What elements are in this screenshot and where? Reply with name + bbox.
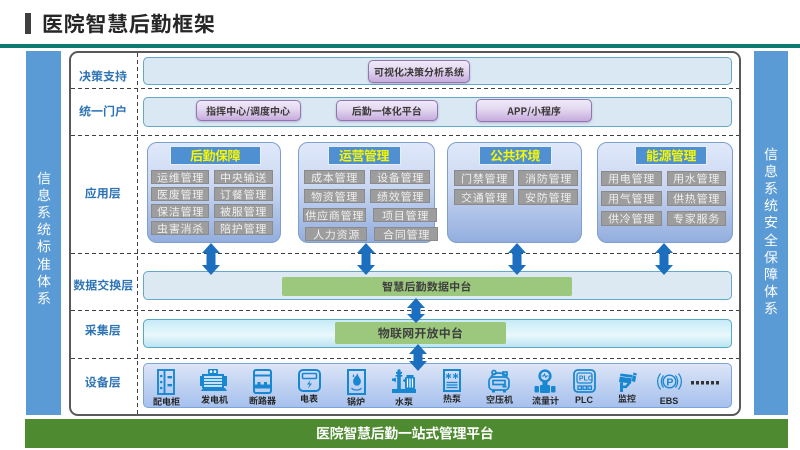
svg-text:PLC: PLC bbox=[578, 376, 592, 383]
svg-text:P: P bbox=[666, 376, 673, 388]
